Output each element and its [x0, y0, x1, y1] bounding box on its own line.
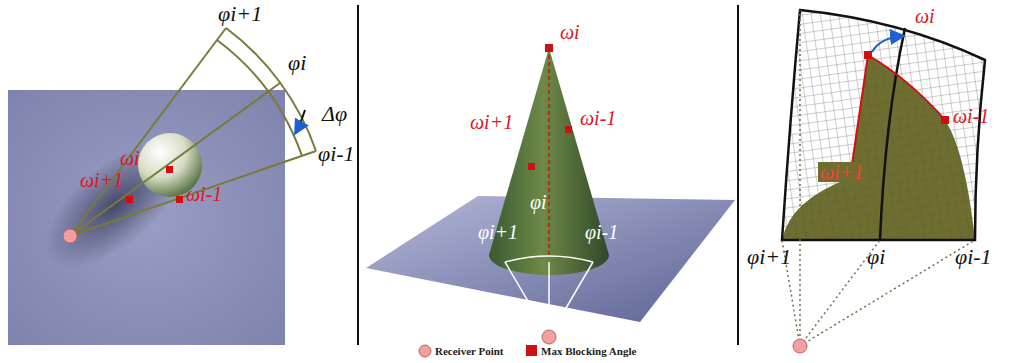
angle-label: ωi+1 — [470, 112, 513, 132]
blocking-marker — [565, 126, 572, 133]
legend-text: Max Blocking Angle — [541, 345, 636, 357]
angle-label: φi-1 — [955, 246, 992, 268]
blocking-marker — [545, 44, 553, 52]
angle-label: φi-1 — [318, 143, 355, 165]
receiver-point — [793, 339, 807, 353]
view-rays — [782, 10, 975, 346]
blocking-marker — [176, 196, 183, 203]
angle-label: ωi — [120, 148, 140, 168]
angle-label: φi-1 — [585, 222, 618, 242]
height-line — [548, 48, 550, 255]
legend-text: Receiver Point — [435, 345, 504, 357]
angle-label: φi+1 — [747, 246, 791, 268]
angle-label: φi — [288, 52, 306, 74]
legend-marker — [526, 345, 537, 356]
angle-wedge — [505, 256, 593, 337]
shadow — [24, 120, 206, 291]
receiver-point — [542, 330, 556, 344]
blocking-marker — [864, 51, 872, 59]
angle-wedge — [70, 28, 316, 236]
angle-label: ωi — [560, 22, 580, 42]
separator — [357, 5, 359, 345]
angle-label: ωi — [915, 6, 935, 26]
phi-boundary — [880, 28, 905, 240]
blocking-marker — [166, 166, 173, 173]
blocking-marker — [528, 163, 535, 170]
blocking-marker — [941, 116, 949, 124]
angle-label: ωi-1 — [186, 184, 222, 204]
angle-label: ωi-1 — [580, 108, 616, 128]
delta-arrow — [296, 110, 305, 132]
angle-label: φi — [867, 246, 885, 268]
blocking-marker — [126, 196, 133, 203]
angle-label: Δφ — [322, 103, 347, 125]
receiver-point — [63, 229, 77, 243]
legend-receiver — [419, 345, 431, 357]
angle-label: φi+1 — [218, 3, 262, 25]
angle-label: ωi+1 — [818, 162, 865, 182]
separator — [737, 5, 739, 345]
horizon-curve — [850, 55, 945, 178]
angle-label: ωi-1 — [953, 106, 989, 126]
angle-label: φi+1 — [478, 222, 518, 242]
angle-label: φi — [530, 192, 547, 212]
hemisphere-patch — [760, 0, 1020, 260]
ground-plane — [8, 90, 285, 345]
pointer-arrow — [872, 36, 902, 52]
angle-label: ωi+1 — [80, 170, 123, 190]
